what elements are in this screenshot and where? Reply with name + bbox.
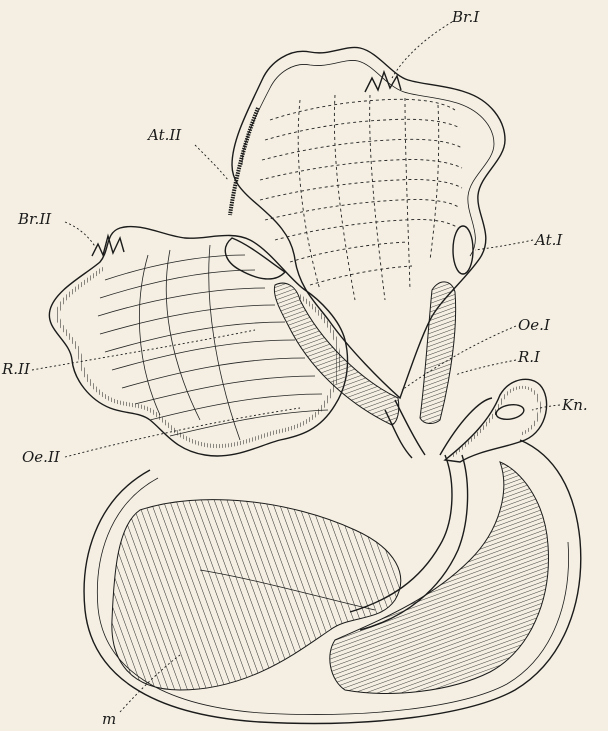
zooid-2	[49, 227, 398, 456]
label-br1: Br.I	[451, 8, 480, 26]
branchial-ribs-1	[260, 95, 462, 300]
label-at1: At.I	[533, 231, 563, 249]
label-m: m	[102, 710, 116, 728]
label-oe1: Oe.I	[518, 316, 551, 334]
label-br2: Br.II	[17, 210, 52, 228]
label-kn: Kn.	[561, 396, 588, 414]
label-r1: R.I	[517, 348, 541, 366]
bud-kn	[440, 379, 547, 462]
lower-body	[84, 440, 581, 723]
label-at2: At.II	[146, 126, 182, 144]
label-oe2: Oe.II	[22, 448, 61, 466]
label-r2: R.II	[1, 360, 31, 378]
branchial-ribs-2	[98, 245, 328, 440]
